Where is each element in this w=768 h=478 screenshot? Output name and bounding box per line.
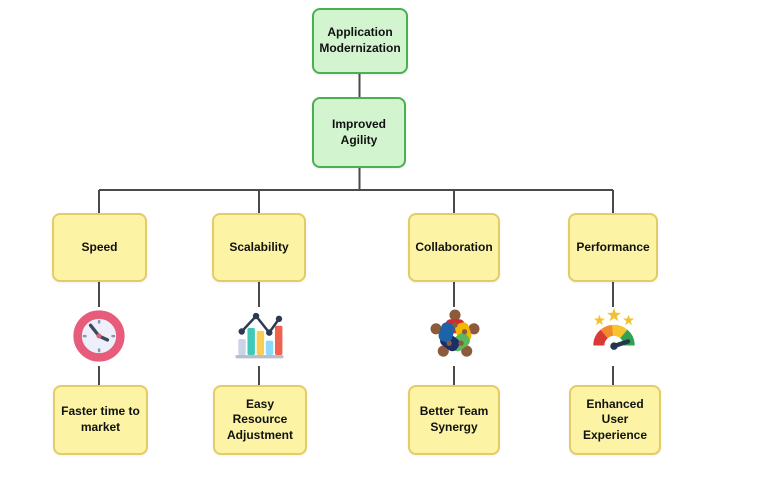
team-icon[interactable] bbox=[426, 306, 484, 364]
node-label: Easy Resource Adjustment bbox=[227, 396, 293, 442]
node-label: Application Modernization bbox=[319, 25, 401, 55]
bar-chart-icon[interactable] bbox=[232, 308, 287, 363]
node-label: Collaboration bbox=[415, 239, 493, 254]
node-better-team-synergy[interactable]: Better Team Synergy bbox=[408, 385, 500, 455]
node-label: Performance bbox=[576, 239, 650, 254]
node-enhanced-user-experience[interactable]: Enhanced User Experience bbox=[569, 385, 661, 455]
node-scalability[interactable]: Scalability bbox=[212, 213, 306, 282]
node-label: Scalability bbox=[229, 239, 289, 254]
node-easy-resource-adjustment[interactable]: Easy Resource Adjustment bbox=[213, 385, 307, 455]
node-application-modernization[interactable]: Application Modernization bbox=[312, 8, 408, 74]
node-speed[interactable]: Speed bbox=[52, 213, 147, 282]
node-label: Faster time to market bbox=[61, 404, 140, 434]
clock-icon[interactable] bbox=[72, 309, 126, 363]
node-improved-agility[interactable]: Improved Agility bbox=[312, 97, 406, 168]
node-label: Better Team Synergy bbox=[419, 404, 489, 434]
gauge-icon[interactable] bbox=[586, 307, 642, 363]
node-performance[interactable]: Performance bbox=[568, 213, 658, 282]
node-label: Enhanced User Experience bbox=[582, 396, 648, 442]
node-faster-time-to-market[interactable]: Faster time to market bbox=[53, 385, 148, 455]
node-collaboration[interactable]: Collaboration bbox=[408, 213, 500, 282]
node-label: Speed bbox=[81, 239, 118, 254]
node-label: Improved Agility bbox=[331, 116, 386, 147]
